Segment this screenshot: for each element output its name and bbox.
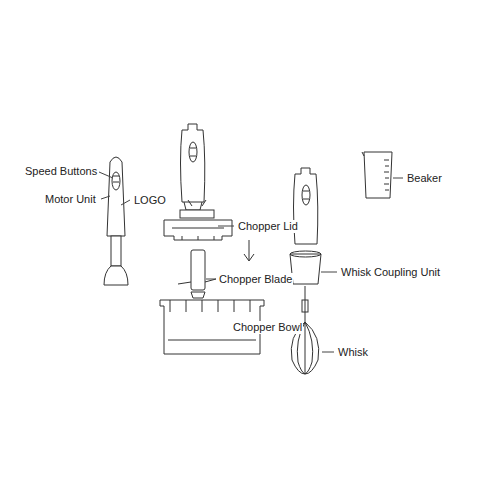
motor-unit bbox=[294, 168, 318, 244]
beaker bbox=[362, 152, 392, 198]
leader-line bbox=[99, 172, 403, 352]
part-label: Beaker bbox=[406, 172, 443, 185]
part-label: Whisk bbox=[337, 346, 369, 359]
chopper-lid bbox=[164, 200, 232, 240]
part-label: Whisk Coupling Unit bbox=[340, 266, 441, 279]
motor-unit bbox=[181, 124, 205, 210]
whisk-coupling-unit bbox=[290, 251, 321, 284]
chopper-blade bbox=[178, 250, 216, 298]
down-arrow bbox=[244, 240, 254, 261]
part-label: Chopper Lid bbox=[237, 220, 299, 233]
part-label: Chopper Blade bbox=[218, 273, 293, 286]
part-label: Chopper Bowl bbox=[232, 321, 303, 334]
part-label: Speed Buttons bbox=[24, 165, 98, 178]
part-label: Motor Unit bbox=[44, 193, 97, 206]
part-label: LOGO bbox=[133, 194, 167, 207]
